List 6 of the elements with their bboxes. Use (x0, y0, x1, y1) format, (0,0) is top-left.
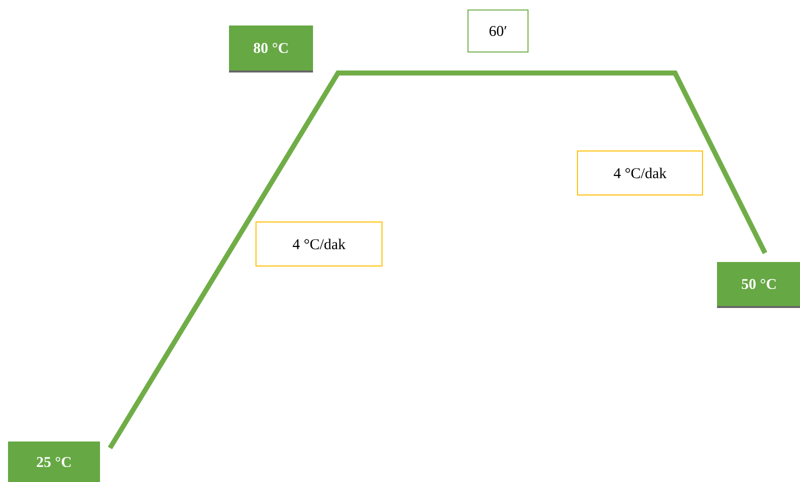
temperature-box: 80 °C (229, 26, 313, 72)
rate-box: 4 °C/dak (256, 222, 382, 266)
rate-box: 4 °C/dak (577, 150, 703, 196)
temperature-box: 50 °C (717, 262, 800, 308)
temperature-box: 25 °C (8, 442, 100, 482)
duration-box: 60′ (468, 10, 528, 52)
